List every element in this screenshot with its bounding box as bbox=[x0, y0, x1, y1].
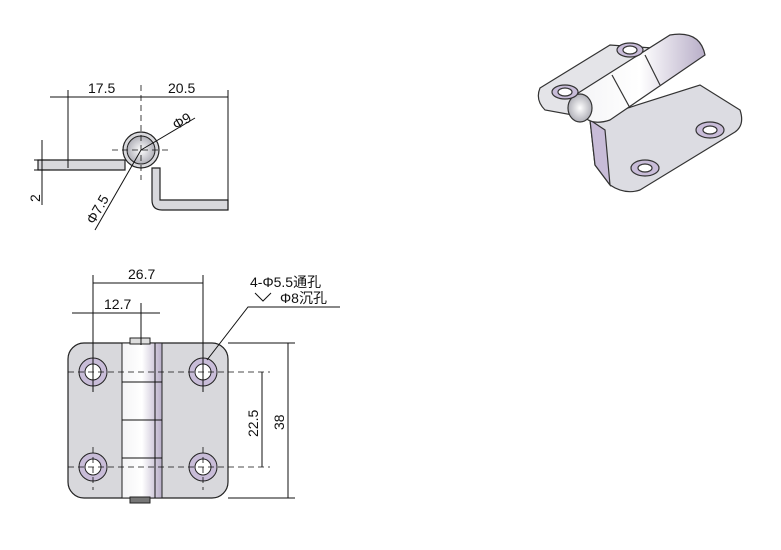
dim-dia-7-5: Φ7.5 bbox=[83, 192, 112, 227]
note-through-holes: 4-Φ5.5通孔 bbox=[250, 274, 321, 290]
dim-38: 38 bbox=[271, 414, 287, 430]
dim-22-5: 22.5 bbox=[245, 410, 261, 437]
dim-dia-9: Φ9 bbox=[170, 109, 195, 132]
note-countersink: Φ8沉孔 bbox=[280, 290, 327, 306]
isometric-view bbox=[537, 33, 743, 193]
dim-17-5: 17.5 bbox=[88, 80, 115, 96]
dim-20-5: 20.5 bbox=[168, 80, 195, 96]
dim-26-7: 26.7 bbox=[128, 266, 155, 282]
dim-thickness: 2 bbox=[27, 194, 43, 202]
dim-12-7: 12.7 bbox=[104, 296, 131, 312]
front-view: 26.7 12.7 22.5 38 4-Φ5.5通孔 Φ8沉孔 bbox=[67, 266, 340, 504]
top-view: 17.5 20.5 Φ9 Φ7.5 2 bbox=[27, 80, 229, 231]
